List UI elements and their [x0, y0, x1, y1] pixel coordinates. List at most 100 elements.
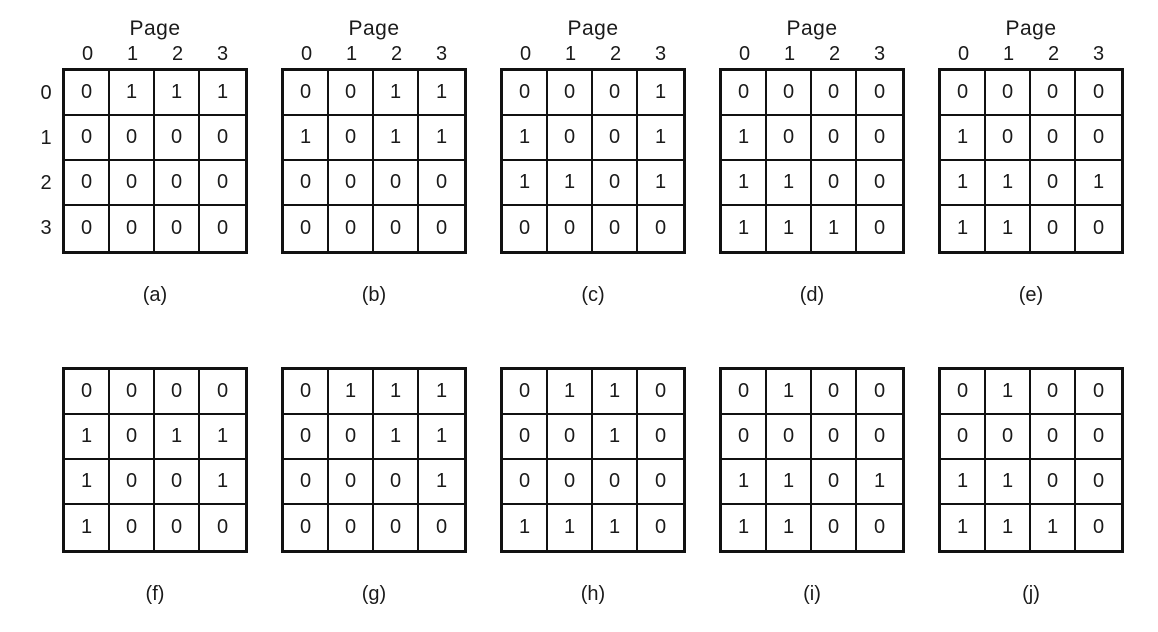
matrix-cell: 0 [548, 460, 593, 505]
matrix-cell: 1 [941, 505, 986, 550]
matrix-cell: 0 [110, 460, 155, 505]
matrix-cell: 0 [1031, 206, 1076, 251]
matrix-block-c: Page 0 1 2 3 0 0 0 1 1 0 0 1 1 1 0 [500, 16, 686, 307]
matrix-cell: 0 [722, 415, 767, 460]
matrix-cell: 1 [155, 71, 200, 116]
page-label: Page [1005, 17, 1057, 40]
column-header: 1 [783, 43, 796, 65]
matrix-cell: 0 [1031, 71, 1076, 116]
matrix-cell: 0 [110, 505, 155, 550]
matrix-cell: 0 [654, 217, 667, 239]
matrix-cell: 0 [812, 71, 857, 116]
matrix-cell: 0 [155, 161, 200, 206]
matrix-cell: 0 [284, 206, 329, 251]
column-header: 1 [1002, 43, 1015, 65]
matrix-cell: 1 [200, 460, 245, 505]
bit-matrix: 0 0 0 1 1 0 0 1 1 1 0 1 0 0 0 0 [500, 68, 686, 254]
matrix-header: Page 0 1 2 3 [719, 16, 905, 68]
matrix-cell: 1 [284, 116, 329, 161]
matrix-cell: 0 [593, 71, 638, 116]
matrix-cell: 0 [110, 116, 155, 161]
matrix-block-j: 0 1 0 0 0 0 0 0 1 1 0 0 1 1 1 0 (j) [938, 367, 1124, 606]
row-header: 0 [40, 82, 52, 104]
matrix-cell: 1 [1076, 161, 1121, 206]
matrix-cell: 0 [1076, 460, 1121, 505]
matrix-caption: (c) [581, 284, 605, 306]
column-headers: 0 1 2 3 [503, 42, 683, 68]
bit-matrix: 0 0 1 1 1 0 1 1 0 0 0 0 0 0 0 0 [281, 68, 467, 254]
row-header: 3 [40, 217, 52, 239]
column-header: 3 [1092, 43, 1105, 65]
matrix-cell: 0 [200, 370, 245, 415]
matrix-cell: 0 [986, 116, 1031, 161]
matrix-cell: 1 [419, 116, 464, 161]
matrix-cell: 0 [548, 116, 593, 161]
matrix-cell: 0 [284, 505, 329, 550]
matrix-cell: 0 [873, 516, 886, 538]
matrix-cell: 1 [110, 71, 155, 116]
matrix-cell: 0 [722, 71, 767, 116]
matrix-cell: 1 [503, 161, 548, 206]
matrix-cell: 0 [65, 71, 110, 116]
grid-wrap: 0 1 0 0 0 0 0 0 1 1 0 0 1 1 1 0 [938, 367, 1124, 553]
matrix-cell: 0 [1076, 116, 1121, 161]
matrix-cell: 0 [329, 206, 374, 251]
matrix-cell: 0 [216, 516, 229, 538]
column-headers: 0 1 2 3 [941, 42, 1121, 68]
page-label: Page [567, 17, 619, 40]
matrix-cell: 0 [593, 206, 638, 251]
matrix-cell: 1 [374, 370, 419, 415]
matrix-caption: (f) [145, 583, 165, 605]
matrix-cell: 1 [374, 71, 419, 116]
matrix-cell: 0 [548, 71, 593, 116]
matrix-cell: 1 [986, 206, 1031, 251]
matrix-cell: 1 [503, 505, 548, 550]
matrix-caption: (e) [1018, 284, 1044, 306]
matrix-cell: 1 [767, 161, 812, 206]
matrix-cell: 0 [722, 370, 767, 415]
matrix-cell: 1 [722, 161, 767, 206]
matrix-cell: 1 [1031, 505, 1076, 550]
matrix-cell: 0 [812, 116, 857, 161]
matrix-header: Page 0 1 2 3 [500, 16, 686, 68]
matrix-cell: 0 [857, 161, 902, 206]
matrix-cell: 1 [722, 206, 767, 251]
matrix-cell: 0 [503, 415, 548, 460]
matrix-cell: 1 [812, 206, 857, 251]
bit-matrix: 0 1 0 0 0 0 0 0 1 1 0 0 1 1 1 0 [938, 367, 1124, 553]
matrix-cell: 1 [419, 460, 464, 505]
column-header: 3 [654, 43, 667, 65]
matrix-cell: 1 [65, 505, 110, 550]
matrix-block-d: Page 0 1 2 3 0 0 0 0 1 0 0 0 1 1 0 [719, 16, 905, 307]
matrix-cell: 1 [722, 505, 767, 550]
column-header: 2 [828, 43, 841, 65]
grid-wrap: 0 1 1 1 0 0 1 1 0 0 0 1 0 0 0 0 [281, 367, 467, 553]
grid-wrap: 0 0 0 0 1 0 0 0 1 1 0 0 1 1 1 0 [719, 68, 905, 254]
grid-wrap: 0 0 0 0 1 0 0 0 1 1 0 1 1 1 0 0 [938, 68, 1124, 254]
matrix-cell: 1 [986, 505, 1031, 550]
matrix-cell: 0 [1076, 370, 1121, 415]
matrix-cell: 0 [374, 161, 419, 206]
matrix-cell: 0 [593, 116, 638, 161]
matrix-cell: 0 [857, 116, 902, 161]
matrix-caption: (d) [799, 284, 825, 306]
column-header: 1 [345, 43, 358, 65]
matrix-cell: 0 [812, 505, 857, 550]
matrix-cell: 0 [503, 460, 548, 505]
matrix-cell: 0 [329, 71, 374, 116]
matrix-cell: 0 [284, 161, 329, 206]
column-header: 3 [216, 43, 229, 65]
matrix-cell: 1 [986, 161, 1031, 206]
matrix-cell: 1 [548, 161, 593, 206]
matrix-cell: 1 [548, 370, 593, 415]
matrix-cell: 0 [1031, 161, 1076, 206]
matrix-block-h: 0 1 1 0 0 0 1 0 0 0 0 0 1 1 1 0 (h) [500, 367, 686, 606]
matrix-cell: 0 [284, 370, 329, 415]
matrix-cell: 0 [1092, 217, 1105, 239]
matrix-cell: 1 [593, 370, 638, 415]
matrix-cell: 1 [941, 116, 986, 161]
matrix-cell: 0 [986, 415, 1031, 460]
matrix-cell: 0 [548, 206, 593, 251]
matrix-cell: 1 [200, 71, 245, 116]
